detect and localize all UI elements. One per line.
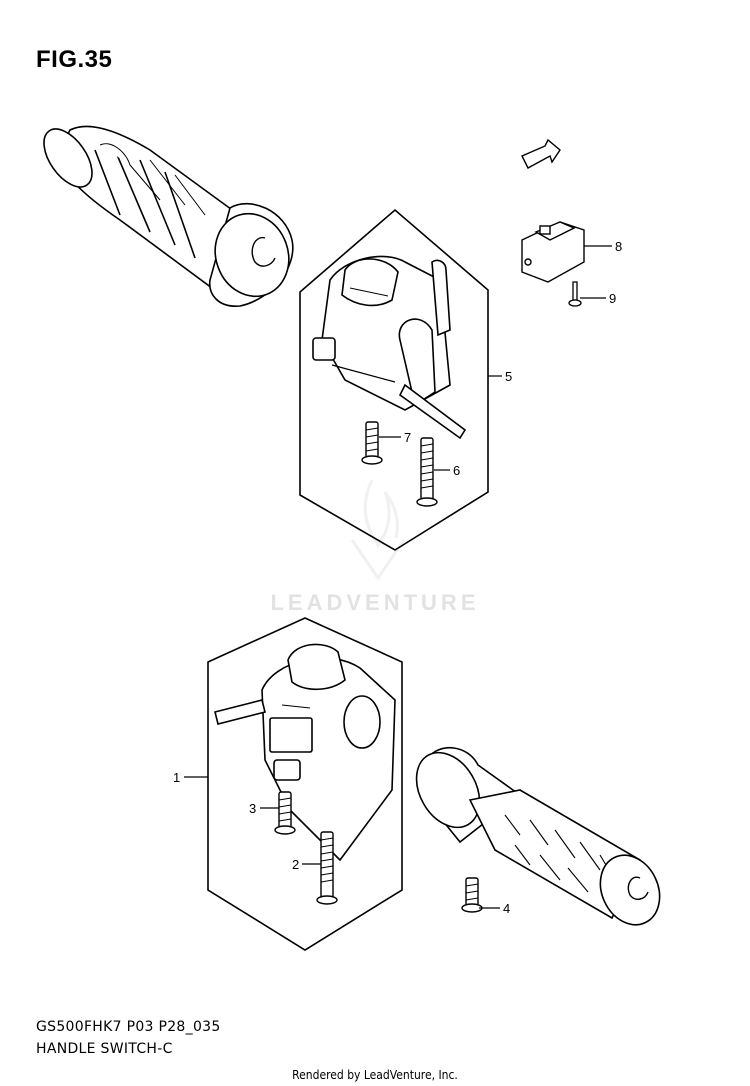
caption-model-code: GS500FHK7 P03 P28_035 <box>36 1019 221 1035</box>
callout-labels: 8 9 5 7 6 1 3 2 4 <box>173 239 622 916</box>
watermark-text: LEADVENTURE <box>270 590 480 615</box>
figure-title: FIG.35 <box>36 46 113 73</box>
callout-7: 7 <box>404 430 411 445</box>
right-grip-bottom <box>415 746 661 926</box>
callout-1: 1 <box>173 770 180 785</box>
rendered-by-credit: Rendered by LeadVenture, Inc. <box>292 1068 458 1082</box>
watermark-logo <box>350 479 406 581</box>
callout-6: 6 <box>453 463 460 478</box>
callout-2: 2 <box>292 857 299 872</box>
screw-3 <box>274 791 296 835</box>
callout-9: 9 <box>609 291 616 306</box>
left-grip-top <box>43 125 294 307</box>
fwd-arrow-icon <box>521 138 561 169</box>
screw-4 <box>461 877 483 913</box>
assembly-box-1 <box>207 617 403 951</box>
screw-6 <box>416 437 438 507</box>
callout-4: 4 <box>503 901 510 916</box>
switch-housing-5 <box>312 255 467 440</box>
screw-2 <box>316 831 338 905</box>
callout-3: 3 <box>249 801 256 816</box>
screw-7 <box>361 421 383 465</box>
caption-part-name: HANDLE SWITCH-C <box>36 1041 173 1057</box>
callout-8: 8 <box>615 239 622 254</box>
screw-9 <box>568 281 582 307</box>
switch-8 <box>521 221 585 283</box>
callout-5: 5 <box>505 369 512 384</box>
assembly-box-5 <box>299 208 489 551</box>
switch-housing-1 <box>214 643 396 862</box>
leader-lines <box>184 245 612 909</box>
